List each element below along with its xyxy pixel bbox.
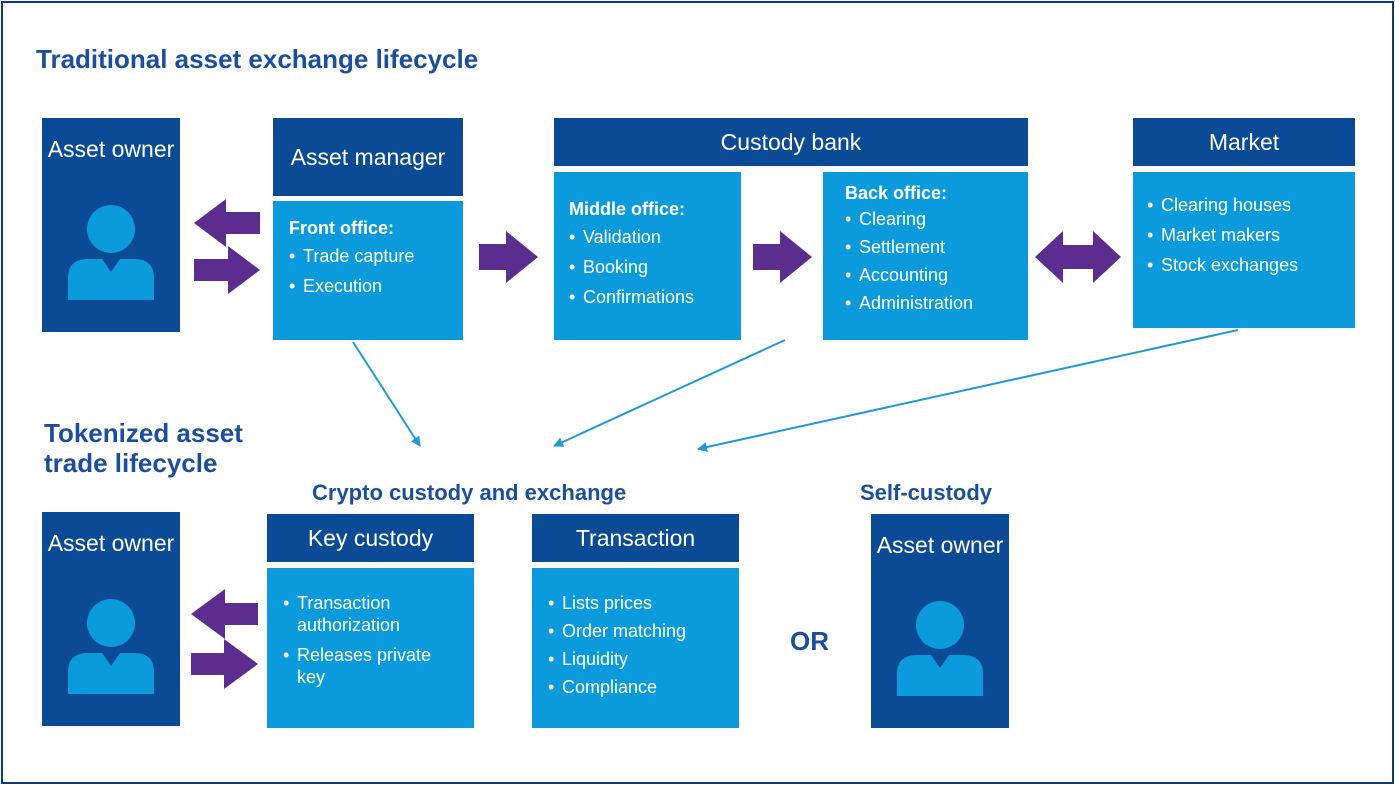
or-label: OR [790, 626, 829, 656]
asset-manager-header: Asset manager [273, 118, 463, 196]
list-item: Market makers [1147, 224, 1355, 246]
list-item: Execution [289, 275, 463, 297]
list-item: Validation [569, 226, 741, 248]
asset-owner-label: Asset owner [47, 136, 175, 162]
arrow-left-icon [191, 589, 258, 639]
list-item: Order matching [548, 620, 739, 642]
arrow-right-icon [753, 231, 812, 283]
double-arrow-icon [1035, 231, 1121, 283]
connector-arrow [553, 339, 786, 447]
person-icon [68, 205, 154, 300]
list-item: Releases private key [283, 644, 447, 688]
connector-arrow [697, 329, 1239, 452]
person-icon [897, 601, 983, 696]
list-item: Accounting [845, 264, 1028, 286]
self-custody-owner-card: Asset owner [871, 514, 1009, 728]
list-item: Settlement [845, 236, 1028, 258]
list-item: Confirmations [569, 286, 741, 308]
list-item: Trade capture [289, 245, 463, 267]
front-office-label: Front office: [289, 218, 394, 238]
asset-owner-card-tokenized: Asset owner [42, 512, 180, 726]
middle-office-box: Middle office: Validation Booking Confir… [554, 172, 741, 340]
middle-office-label: Middle office: [569, 199, 685, 219]
market-header: Market [1133, 118, 1355, 166]
key-custody-header: Key custody [267, 514, 474, 562]
list-item: Transaction authorization [283, 592, 447, 636]
back-office-box: Back office: Clearing Settlement Account… [823, 172, 1028, 340]
front-office-box: Front office: Trade capture Execution [273, 201, 463, 340]
self-custody-title: Self-custody [860, 480, 993, 505]
key-custody-box: Transaction authorization Releases priva… [267, 568, 474, 728]
front-office-list: Trade capture Execution [289, 245, 463, 297]
asset-owner-card: Asset owner [42, 118, 180, 332]
list-item: Liquidity [548, 648, 739, 670]
connector-arrow [352, 341, 421, 447]
key-custody-list: Transaction authorization Releases priva… [283, 592, 474, 688]
transaction-box: Lists prices Order matching Liquidity Co… [532, 568, 739, 728]
traditional-title: Traditional asset exchange lifecycle [36, 44, 479, 74]
market-box: Clearing houses Market makers Stock exch… [1133, 172, 1355, 328]
transaction-header: Transaction [532, 514, 739, 562]
tokenized-title: Tokenized asset trade lifecycle [44, 418, 243, 478]
middle-office-list: Validation Booking Confirmations [569, 226, 741, 308]
arrow-right-icon [479, 231, 538, 283]
arrow-right-icon [191, 639, 258, 689]
list-item: Lists prices [548, 592, 739, 614]
asset-owner-label: Asset owner [876, 532, 1004, 558]
arrow-left-icon [194, 199, 260, 247]
list-item: Clearing houses [1147, 194, 1355, 216]
list-item: Booking [569, 256, 741, 278]
list-item: Compliance [548, 676, 739, 698]
transaction-list: Lists prices Order matching Liquidity Co… [548, 592, 739, 698]
crypto-section-title: Crypto custody and exchange [312, 480, 627, 505]
person-icon [68, 599, 154, 694]
list-item: Administration [845, 292, 1028, 314]
back-office-label: Back office: [845, 183, 948, 203]
custody-bank-header: Custody bank [554, 118, 1028, 166]
back-office-list: Clearing Settlement Accounting Administr… [845, 208, 1028, 314]
asset-owner-label: Asset owner [47, 530, 175, 556]
arrow-right-icon [194, 246, 260, 294]
market-list: Clearing houses Market makers Stock exch… [1147, 194, 1355, 276]
list-item: Clearing [845, 208, 1028, 230]
list-item: Stock exchanges [1147, 254, 1355, 276]
